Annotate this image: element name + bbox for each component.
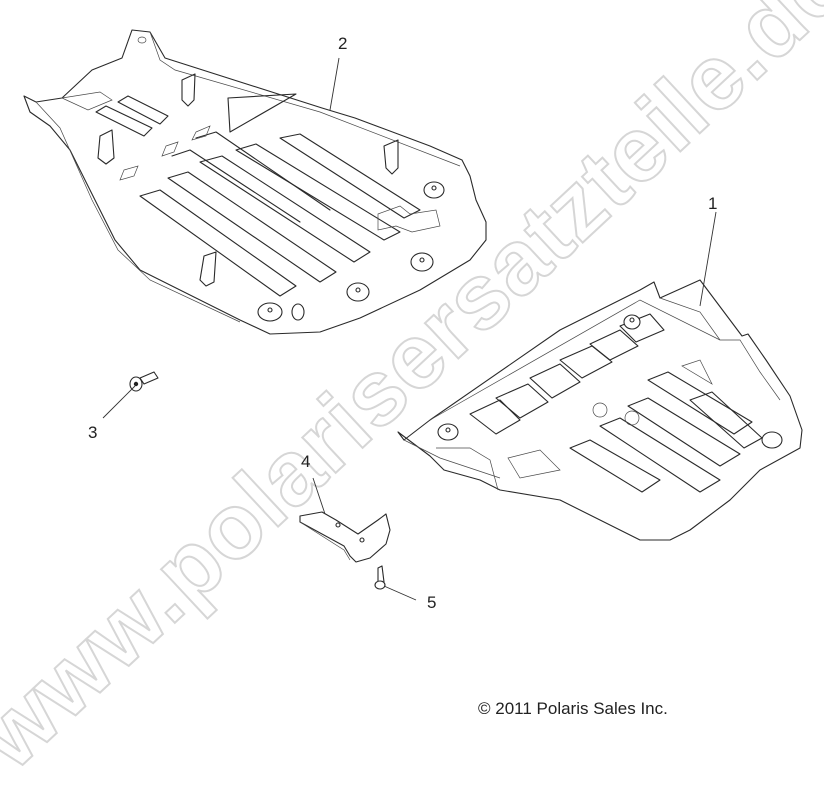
callout-5[interactable]: 5 — [427, 593, 437, 612]
callout-1[interactable]: 1 — [708, 194, 718, 213]
diagram-artwork — [23, 29, 803, 601]
callout-4[interactable]: 4 — [301, 452, 311, 471]
callout-3[interactable]: 3 — [88, 423, 98, 442]
callout-2[interactable]: 2 — [338, 34, 348, 53]
leader-line-3 — [102, 385, 136, 419]
leader-line-5 — [383, 585, 417, 601]
copyright-notice: © 2011 Polaris Sales Inc. — [478, 699, 668, 718]
leader-line-4 — [312, 477, 326, 515]
part-2-front-skid-plate[interactable] — [23, 29, 487, 335]
part-3-bolt[interactable] — [129, 371, 159, 392]
part-1-rear-skid-plate[interactable] — [397, 279, 803, 541]
leader-line-1 — [699, 211, 717, 307]
part-4-bracket[interactable] — [299, 511, 391, 563]
leader-line-2 — [329, 57, 340, 111]
part-5-push-rivet[interactable] — [374, 565, 386, 590]
